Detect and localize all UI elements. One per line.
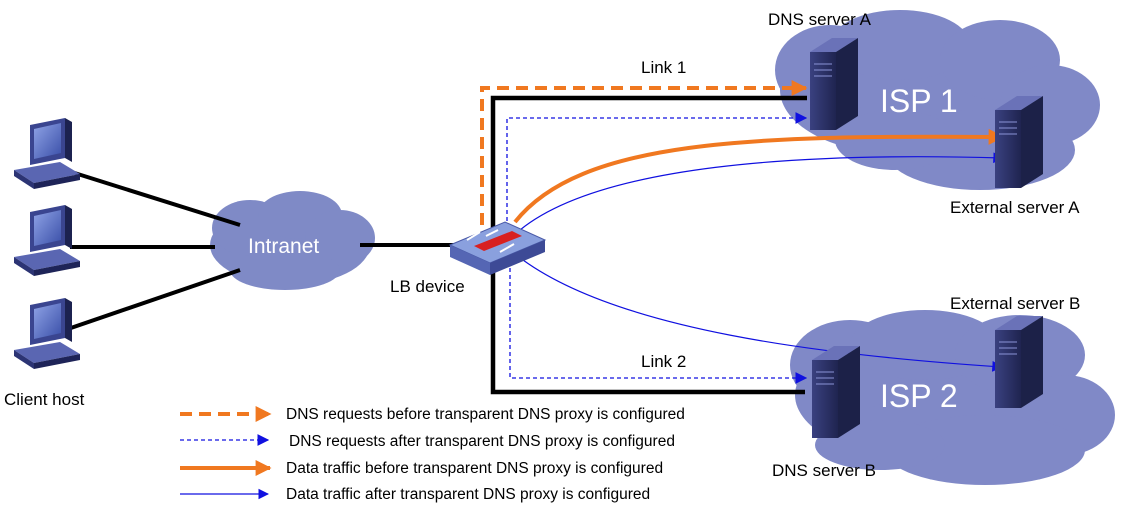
dns-server-b-label: DNS server B <box>772 461 876 480</box>
data-traffic-before-path <box>513 128 1005 224</box>
dns-request-after-path-a <box>506 112 808 228</box>
data-traffic-after-path-a <box>519 152 1005 231</box>
dns-request-after-path-b <box>509 268 808 384</box>
intranet-cloud <box>210 191 375 290</box>
client-pc-3-icon <box>14 298 80 369</box>
legend: DNS requests before transparent DNS prox… <box>180 406 685 503</box>
lb-device-icon <box>448 221 547 275</box>
legend-item-data-after: Data traffic after transparent DNS proxy… <box>180 486 650 503</box>
isp1-label: ISP 1 <box>880 83 958 119</box>
dns-server-a-icon <box>810 38 858 130</box>
intranet-label: Intranet <box>248 235 319 258</box>
isp2-label: ISP 2 <box>880 378 958 414</box>
legend-text: Data traffic before transparent DNS prox… <box>286 460 663 477</box>
client-pc-2-icon <box>14 205 80 276</box>
legend-item-data-before: Data traffic before transparent DNS prox… <box>180 460 663 477</box>
dns-server-a-label: DNS server A <box>768 10 872 29</box>
client-pc-1-icon <box>14 118 80 189</box>
legend-text: DNS requests after transparent DNS proxy… <box>289 433 675 450</box>
external-server-b-icon <box>995 316 1043 408</box>
dns-server-b-icon <box>812 346 860 438</box>
external-server-a-icon <box>995 96 1043 188</box>
client-host-label: Client host <box>4 390 85 409</box>
legend-text: Data traffic after transparent DNS proxy… <box>286 486 650 503</box>
lb-device-label: LB device <box>390 277 465 296</box>
dns-request-before-path <box>480 80 808 225</box>
link2-label: Link 2 <box>641 352 686 371</box>
link-lines <box>490 95 807 395</box>
legend-item-dns-after: DNS requests after transparent DNS proxy… <box>180 433 675 450</box>
data-traffic-after-path-b <box>522 259 1004 372</box>
external-server-a-label: External server A <box>950 198 1080 217</box>
legend-text: DNS requests before transparent DNS prox… <box>286 406 685 423</box>
external-server-b-label: External server B <box>950 294 1080 313</box>
link1-label: Link 1 <box>641 58 686 77</box>
legend-item-dns-before: DNS requests before transparent DNS prox… <box>180 406 685 423</box>
client-links <box>64 168 455 332</box>
